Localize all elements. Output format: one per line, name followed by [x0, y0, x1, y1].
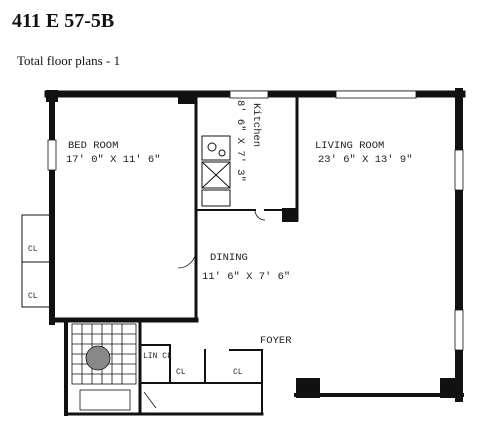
closet-label-2: CL [28, 292, 38, 301]
floor-plan-count: Total floor plans - 1 [17, 53, 121, 68]
bedroom-label: BED ROOM [68, 140, 118, 152]
living-room-dimensions: 23' 6" X 13' 9" [318, 154, 413, 166]
kitchen-label: Kitchen [250, 103, 262, 147]
closet-label-3: CL [176, 368, 186, 377]
closet-label-1: CL [28, 245, 38, 254]
page-title: 411 E 57-5B [12, 10, 115, 32]
living-room-label: LIVING ROOM [315, 140, 384, 152]
doors [177, 209, 266, 269]
room-labels: BED ROOM 17' 0" X 11' 6" Kitchen 8' 6" X… [28, 100, 413, 377]
kitchen-fixtures [201, 135, 231, 207]
foyer-label: FOYER [260, 335, 292, 347]
dining-dimensions: 11' 6" X 7' 6" [202, 271, 290, 283]
dining-label: DINING [210, 252, 248, 264]
closet-label-4: CL [233, 368, 243, 377]
bedroom-dimensions: 17' 0" X 11' 6" [66, 154, 161, 166]
linen-closet-label: LIN CL [143, 352, 172, 361]
kitchen-dimensions: 8' 6" X 7' 3" [234, 100, 246, 182]
windows [47, 90, 464, 351]
bathroom-tile [71, 323, 157, 411]
columns [46, 90, 463, 398]
